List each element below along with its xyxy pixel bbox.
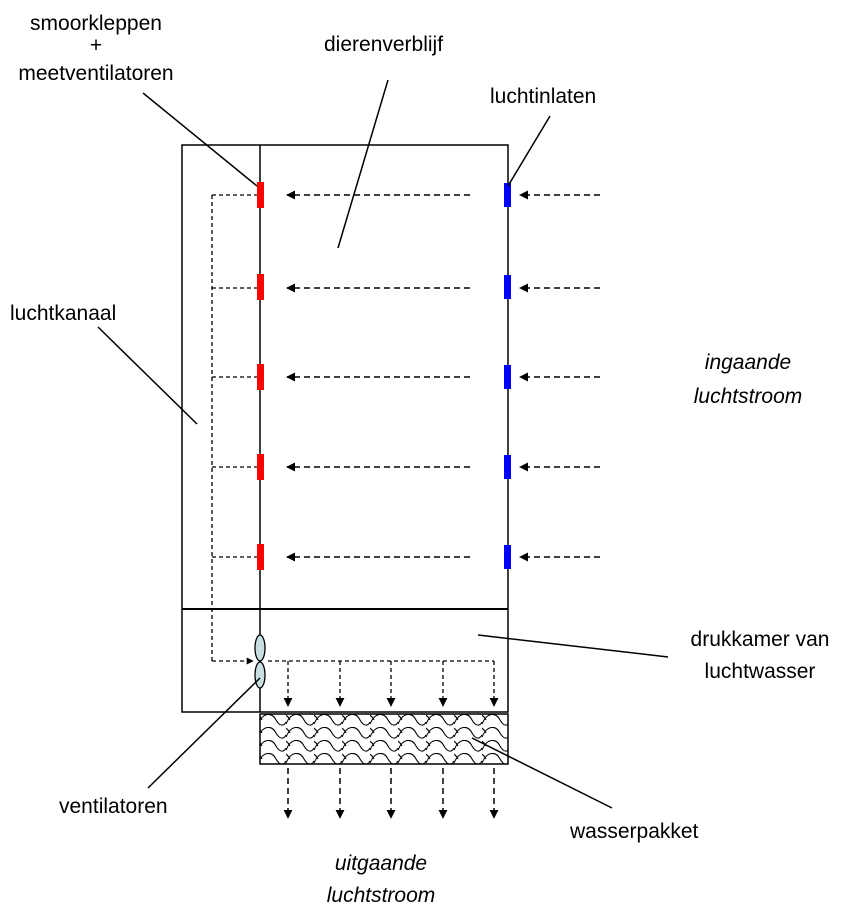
label-air-inlets: luchtinlaten <box>490 85 596 108</box>
fan-icon <box>254 634 266 689</box>
damper <box>257 182 264 208</box>
leader-washer-pack <box>471 737 613 809</box>
air-inlet <box>504 183 511 207</box>
label-outgoing-1: uitgaande <box>335 852 427 875</box>
label-outgoing-2: luchtstroom <box>327 884 436 907</box>
damper <box>257 544 264 570</box>
label-animal-room: dierenverblijf <box>324 33 443 56</box>
label-pressure-2: luchtwasser <box>705 660 816 683</box>
label-dampers-2: meetventilatoren <box>18 62 173 85</box>
air-inlet <box>504 545 511 569</box>
leader-dampers <box>142 92 258 187</box>
air-inlets <box>504 183 511 569</box>
pressure-chamber-airflow <box>268 660 499 707</box>
duct-airflow <box>211 194 258 665</box>
damper <box>257 364 264 390</box>
damper <box>257 454 264 480</box>
label-incoming-2: luchtstroom <box>694 385 803 408</box>
air-inlet <box>504 275 511 299</box>
leader-air-duct <box>97 326 198 425</box>
label-dampers: smoorkleppen <box>30 12 162 35</box>
outgoing-airflow <box>283 768 499 819</box>
air-inlet <box>504 365 511 389</box>
incoming-airflow <box>519 190 600 562</box>
label-incoming-1: ingaande <box>705 351 791 374</box>
air-inlet <box>504 455 511 479</box>
leader-air-inlets <box>507 115 551 187</box>
dampers <box>257 182 264 570</box>
label-fans: ventilatoren <box>59 795 168 818</box>
leader-animal-room <box>337 79 389 249</box>
label-pressure-1: drukkamer van <box>691 628 830 651</box>
damper <box>257 274 264 300</box>
label-dampers-plus: + <box>90 34 102 57</box>
leader-fans <box>147 677 261 789</box>
label-washer-pack: wasserpakket <box>569 820 699 843</box>
leader-pressure-chamber <box>477 634 669 658</box>
washer-pack <box>259 713 509 765</box>
room-airflow <box>286 190 470 562</box>
leader-lines <box>97 79 669 809</box>
building-outline <box>181 144 509 713</box>
label-air-duct: luchtkanaal <box>10 302 116 325</box>
